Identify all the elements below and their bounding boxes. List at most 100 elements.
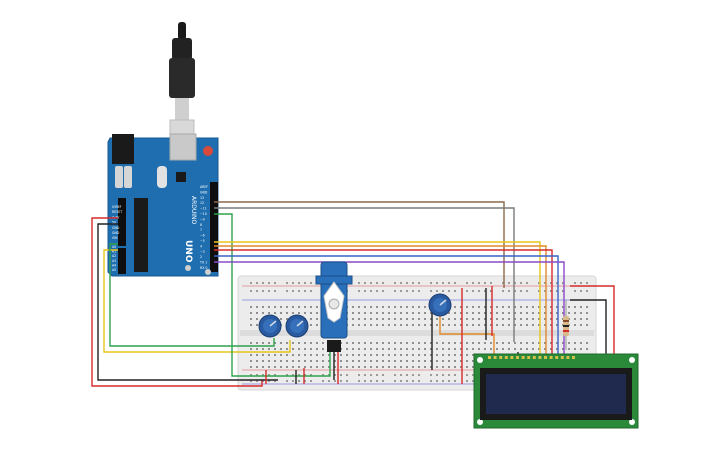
breadboard-hole (520, 306, 522, 308)
lcd-pin (521, 356, 525, 359)
breadboard-hole (310, 360, 312, 362)
breadboard-hole (376, 312, 378, 314)
arduino-uno-board: ARDUINO UNO AREFGND1312~11~10~987~6~54~3… (107, 133, 219, 277)
breadboard-hole (466, 306, 468, 308)
breadboard-hole (286, 360, 288, 362)
breadboard-hole (454, 354, 456, 356)
breadboard-hole (454, 312, 456, 314)
breadboard-hole (304, 380, 306, 382)
breadboard-hole (484, 282, 486, 284)
wire-gray-d12 (214, 207, 515, 342)
breadboard-hole (250, 380, 252, 382)
breadboard-hole (394, 348, 396, 350)
breadboard-hole (430, 374, 432, 376)
breadboard-hole (352, 354, 354, 356)
breadboard-hole (346, 360, 348, 362)
breadboard-hole (316, 342, 318, 344)
breadboard-hole (424, 324, 426, 326)
breadboard-hole (556, 312, 558, 314)
breadboard-hole (256, 374, 258, 376)
lcd-pin (532, 356, 536, 359)
breadboard-hole (418, 318, 420, 320)
breadboard-hole (442, 282, 444, 284)
servo-motor-icon[interactable] (315, 261, 353, 352)
breadboard-hole (472, 366, 474, 368)
lcd-pin (560, 356, 564, 359)
breadboard-hole (292, 348, 294, 350)
breadboard-hole (382, 348, 384, 350)
breadboard-hole (532, 348, 534, 350)
potentiometer-icon[interactable] (428, 293, 452, 317)
breadboard-hole (502, 290, 504, 292)
breadboard-hole (520, 312, 522, 314)
breadboard-hole (586, 290, 588, 292)
pin-label: 2 (200, 255, 202, 259)
breadboard-hole (262, 282, 264, 284)
pin-label: 8 (200, 223, 202, 227)
breadboard-hole (316, 360, 318, 362)
breadboard-hole (412, 360, 414, 362)
breadboard-hole (400, 360, 402, 362)
potentiometer-icon[interactable] (258, 314, 282, 338)
breadboard-hole (352, 306, 354, 308)
breadboard-hole (526, 312, 528, 314)
breadboard-hole (382, 306, 384, 308)
breadboard-hole (364, 282, 366, 284)
breadboard-hole (454, 342, 456, 344)
breadboard-hole (376, 318, 378, 320)
breadboard-hole (400, 354, 402, 356)
pin-label: A3 (112, 259, 116, 263)
wire-green-d9 (214, 213, 331, 377)
breadboard-hole (358, 306, 360, 308)
breadboard-hole (550, 312, 552, 314)
breadboard-hole (448, 324, 450, 326)
breadboard-hole (262, 348, 264, 350)
breadboard-hole (382, 354, 384, 356)
breadboard-hole (544, 324, 546, 326)
breadboard-hole (262, 290, 264, 292)
breadboard-hole (310, 290, 312, 292)
breadboard-hole (436, 354, 438, 356)
breadboard-hole (508, 318, 510, 320)
breadboard-hole (352, 360, 354, 362)
breadboard-hole (364, 290, 366, 292)
breadboard-hole (322, 374, 324, 376)
breadboard-hole (376, 342, 378, 344)
breadboard-hole (388, 360, 390, 362)
breadboard-hole (274, 290, 276, 292)
breadboard-hole (250, 360, 252, 362)
breadboard-hole (544, 318, 546, 320)
wire-black-ground (97, 223, 278, 381)
potentiometer-icon[interactable] (285, 314, 309, 338)
breadboard-hole (478, 348, 480, 350)
model-vertical: UNO (183, 240, 193, 263)
reset-button[interactable] (203, 146, 213, 156)
breadboard-hole (400, 306, 402, 308)
breadboard-hole (538, 282, 540, 284)
breadboard-hole (376, 374, 378, 376)
breadboard-hole (382, 374, 384, 376)
breadboard-hole (364, 360, 366, 362)
breadboard-hole (274, 348, 276, 350)
pin-label: GND (112, 226, 120, 230)
resistor[interactable] (563, 300, 569, 350)
breadboard-hole (394, 318, 396, 320)
breadboard-hole (448, 374, 450, 376)
breadboard-hole (526, 290, 528, 292)
breadboard-hole (436, 348, 438, 350)
lcd-pin (527, 356, 531, 359)
breadboard-hole (430, 348, 432, 350)
pin-label: 5V (112, 221, 117, 225)
pin-label: A1 (112, 250, 116, 254)
pin-label: ~11 (200, 207, 207, 211)
breadboard-hole (346, 366, 348, 368)
breadboard-hole (256, 318, 258, 320)
breadboard-hole (262, 360, 264, 362)
breadboard-hole (574, 290, 576, 292)
breadboard-hole (382, 318, 384, 320)
breadboard-hole (532, 312, 534, 314)
breadboard-hole (532, 324, 534, 326)
breadboard-hole (472, 312, 474, 314)
breadboard-hole (472, 282, 474, 284)
